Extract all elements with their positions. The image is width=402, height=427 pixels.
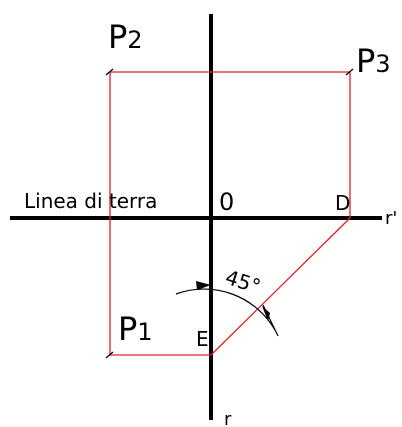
label-linea-di-terra: Linea di terra [24, 189, 157, 213]
construction-lines [109, 71, 351, 356]
angle-arc [175, 288, 279, 337]
label-angle: 45° [222, 265, 263, 299]
arrowhead-left-icon [196, 281, 211, 290]
label-p2: P2 [108, 18, 143, 56]
arrowhead-right-icon [262, 306, 270, 321]
label-p1: P1 [118, 310, 153, 348]
e-d-diagonal [210, 217, 351, 356]
label-p3: P3 [356, 42, 391, 80]
label-origin: 0 [219, 188, 234, 216]
label-r-prime: r' [385, 208, 397, 229]
label-e: E [196, 327, 209, 351]
label-r: r [224, 409, 232, 427]
label-d: D [335, 191, 350, 215]
point-ticks [105, 68, 354, 359]
